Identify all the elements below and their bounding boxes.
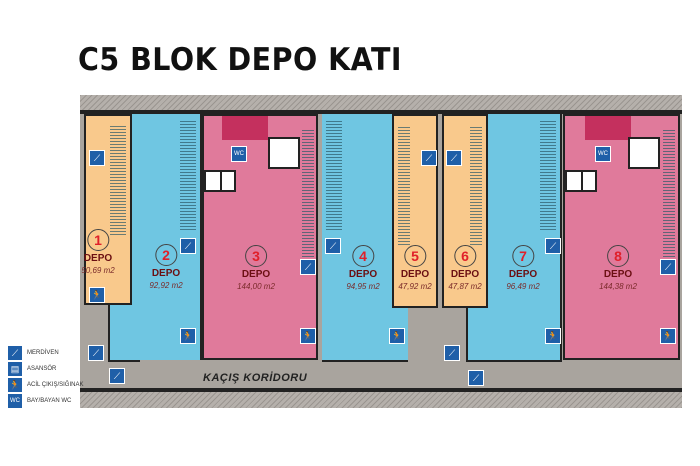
stairs-icon: ⟋ — [7, 345, 23, 361]
legend-item: WC BAY/BAYAN WC — [7, 393, 83, 409]
stairs-icon: ⟋ — [89, 150, 105, 166]
stairs — [110, 125, 126, 235]
stairs-icon: ⟋ — [468, 370, 484, 386]
stairs-icon: ⟋ — [446, 150, 462, 166]
stairs — [326, 120, 342, 230]
room-type: DEPO — [151, 268, 181, 279]
wc-area — [222, 116, 268, 140]
stairs-icon: ⟋ — [545, 238, 561, 254]
wc-icon: WC — [231, 146, 247, 162]
room-number: 7 — [511, 245, 534, 267]
legend-item: 🏃 ACİL ÇIKIŞ/SIĞINAK — [7, 377, 83, 393]
elevator-shaft — [268, 137, 300, 169]
room-8-area — [563, 114, 680, 360]
room-area: 50,69 m2 — [81, 266, 115, 275]
legend-item: ▤ ASANSÖR — [7, 361, 83, 377]
room-type: DEPO — [83, 253, 113, 264]
elevator-icon: ▤ — [7, 361, 23, 377]
room-number: 1 — [86, 229, 109, 251]
stairs — [663, 130, 675, 260]
stairs — [398, 125, 410, 245]
emergency-exit-icon: 🏃 — [660, 328, 676, 344]
stairs-icon: ⟋ — [88, 345, 104, 361]
elevator-shaft — [628, 137, 660, 169]
room-type: DEPO — [241, 269, 271, 280]
corridor-label: KAÇIŞ KORİDORU — [203, 372, 308, 384]
room-area: 47,87 m2 — [448, 282, 482, 291]
page-title: C5 BLOK DEPO KATI — [78, 42, 402, 78]
legend-label: MERDİVEN — [27, 350, 59, 356]
wc-icon: WC — [595, 146, 611, 162]
room-7-lower — [466, 308, 494, 362]
bottom-hatch — [80, 392, 682, 408]
room-area: 96,49 m2 — [506, 282, 540, 291]
room-number: 3 — [245, 245, 267, 267]
stairs-icon: ⟋ — [421, 150, 437, 166]
emergency-exit-icon: 🏃 — [180, 328, 196, 344]
stairs — [180, 120, 196, 230]
room-area: 144,00 m2 — [237, 282, 275, 291]
legend-label: ACİL ÇIKIŞ/SIĞINAK — [27, 382, 84, 388]
legend-label: ASANSÖR — [27, 366, 57, 372]
emergency-exit-icon: 🏃 — [545, 328, 561, 344]
room-number: 4 — [351, 245, 374, 267]
stairs-icon: ⟋ — [300, 259, 316, 275]
emergency-exit-icon: 🏃 — [89, 287, 105, 303]
room-type: DEPO — [400, 269, 430, 280]
room-area: 94,95 m2 — [346, 282, 380, 291]
legend-label: BAY/BAYAN WC — [27, 398, 72, 404]
shaft — [581, 170, 597, 192]
stairs-icon: ⟋ — [109, 368, 125, 384]
room-number: 6 — [453, 245, 476, 267]
room-area: 92,92 m2 — [149, 281, 183, 290]
emergency-exit-icon: 🏃 — [389, 328, 405, 344]
stairs — [470, 125, 482, 245]
wc-icon: WC — [7, 393, 23, 409]
legend: ⟋ MERDİVEN ▤ ASANSÖR 🏃 ACİL ÇIKIŞ/SIĞINAK W… — [7, 345, 83, 409]
room-type: DEPO — [603, 269, 633, 280]
room-2-lower — [108, 303, 140, 362]
room-type: DEPO — [508, 269, 538, 280]
stairs — [540, 120, 556, 230]
stairs-icon: ⟋ — [180, 238, 196, 254]
room-area: 47,92 m2 — [398, 282, 432, 291]
room-number: 5 — [403, 245, 426, 267]
emergency-exit-icon: 🏃 — [300, 328, 316, 344]
wc-area — [585, 116, 631, 140]
top-wall — [80, 110, 682, 114]
stairs-icon: ⟋ — [444, 345, 460, 361]
stairs-icon: ⟋ — [325, 238, 341, 254]
room-number: 8 — [607, 245, 629, 267]
room-number: 2 — [154, 244, 177, 266]
room-type: DEPO — [348, 269, 378, 280]
room-area: 144,38 m2 — [599, 282, 637, 291]
bottom-wall — [80, 388, 682, 392]
top-hatch — [80, 95, 682, 110]
emergency-exit-icon: 🏃 — [7, 377, 23, 393]
room-type: DEPO — [450, 269, 480, 280]
shaft — [220, 170, 236, 192]
room-3-area — [202, 114, 318, 360]
stairs-icon: ⟋ — [660, 259, 676, 275]
stairs — [302, 130, 314, 260]
legend-item: ⟋ MERDİVEN — [7, 345, 83, 361]
